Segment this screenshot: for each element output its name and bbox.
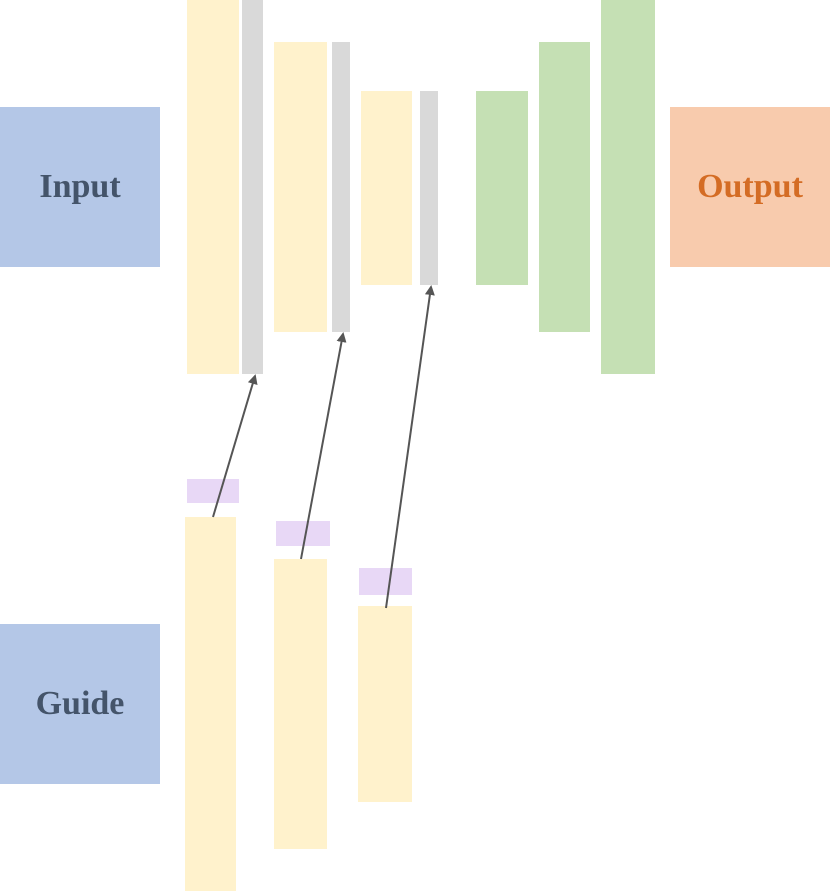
guide-encoder-block-3	[358, 606, 412, 802]
guide-encoder-block-1	[185, 517, 236, 891]
encoder-block-1	[187, 0, 239, 374]
decoder-block-3	[601, 0, 655, 374]
decoder-block-1	[476, 91, 528, 285]
guide-encoder-block-2	[274, 559, 327, 849]
input-box: Input	[0, 107, 160, 267]
arrow-3	[385, 285, 435, 609]
input-label: Input	[39, 168, 121, 205]
output-box: Output	[670, 107, 830, 267]
guide-label: Guide	[35, 685, 125, 722]
fusion-block-3	[420, 91, 438, 285]
decoder-block-2	[539, 42, 590, 332]
guide-feature-block-3	[359, 568, 412, 595]
encoder-block-3	[361, 91, 412, 285]
fusion-block-1	[242, 0, 263, 374]
guide-feature-block-1	[187, 479, 239, 503]
output-label: Output	[697, 168, 803, 205]
encoder-block-2	[274, 42, 327, 332]
guide-box: Guide	[0, 624, 160, 784]
fusion-block-2	[332, 42, 350, 332]
guide-feature-block-2	[276, 521, 330, 546]
